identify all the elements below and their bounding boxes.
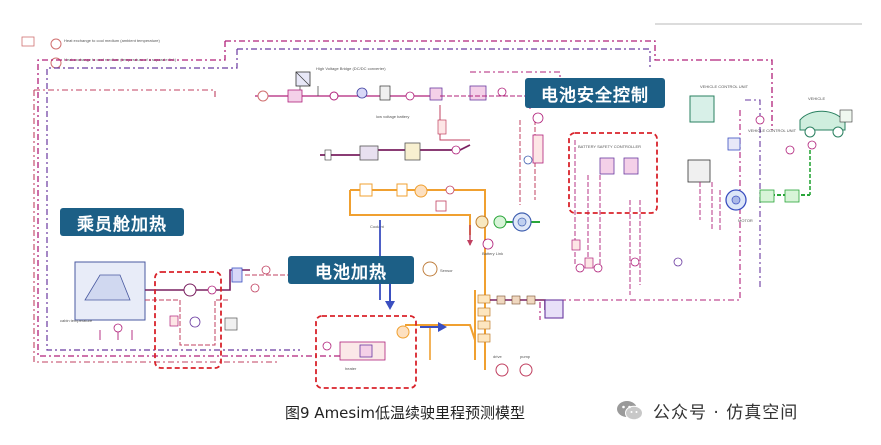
legend: Heat exchange to cool medium (ambient te… (21, 36, 177, 69)
highlight-battery-heating (315, 315, 417, 389)
pump-label: pump (520, 354, 531, 359)
radiator-label: Battery Link (482, 251, 503, 256)
low-voltage-label: low voltage battery (376, 114, 409, 119)
legend-1: Heat exchange to cool medium (ambient te… (64, 38, 160, 43)
highlight-cabin-heating (154, 271, 222, 369)
battery-ctrl-label: BATTERY SAFETY CONTROLLER (578, 144, 641, 149)
vehicle-region: VEHICLE CONTROL UNIT VEHICLE CONTROL UNI… (687, 84, 853, 232)
battery-controller-region: BATTERY SAFETY CONTROLLER (519, 112, 683, 295)
highlight-boxes (154, 132, 658, 389)
vehicle-label: VEHICLE (808, 96, 825, 101)
converter-cluster: High Voltage Bridge (DC/DC converter) lo… (255, 66, 531, 141)
drive-label: drive (493, 354, 502, 359)
vehicle-ctrl-label: VEHICLE CONTROL UNIT (748, 128, 797, 133)
vehicle-ctrl-label-top: VEHICLE CONTROL UNIT (700, 84, 749, 89)
wechat-icon (617, 400, 643, 420)
highlight-battery-safety (568, 132, 658, 214)
upper-loop (320, 142, 471, 161)
battery-heater-internals: heater (322, 325, 410, 371)
callout-battery-heating: 电池加热 (288, 256, 414, 284)
brand-watermark: 公众号 · 仿真空间 (615, 398, 798, 423)
cabin-region: cabin temperature (60, 261, 320, 346)
legend-2: Heat exchange to cool medium (temperatur… (64, 57, 177, 62)
sensor-label: Sensor (440, 268, 453, 273)
callout-battery-safety: 电池安全控制 (525, 78, 665, 108)
figure-caption: 图9 Amesim低温续驶里程预测模型 (285, 404, 526, 422)
callout-cabin-heating: 乘员舱加热 (60, 208, 184, 236)
right-column: Battery Link drive pump Sensor (422, 238, 564, 377)
hv-converter-label: High Voltage Bridge (DC/DC converter) (316, 66, 386, 71)
motor-label: MOTOR (738, 218, 753, 223)
brand-text: 公众号 · 仿真空间 (653, 403, 799, 423)
coolant-label: Coolant (370, 224, 385, 229)
cabin-temp-label: cabin temperature (60, 318, 93, 323)
heater-label: heater (345, 366, 357, 371)
